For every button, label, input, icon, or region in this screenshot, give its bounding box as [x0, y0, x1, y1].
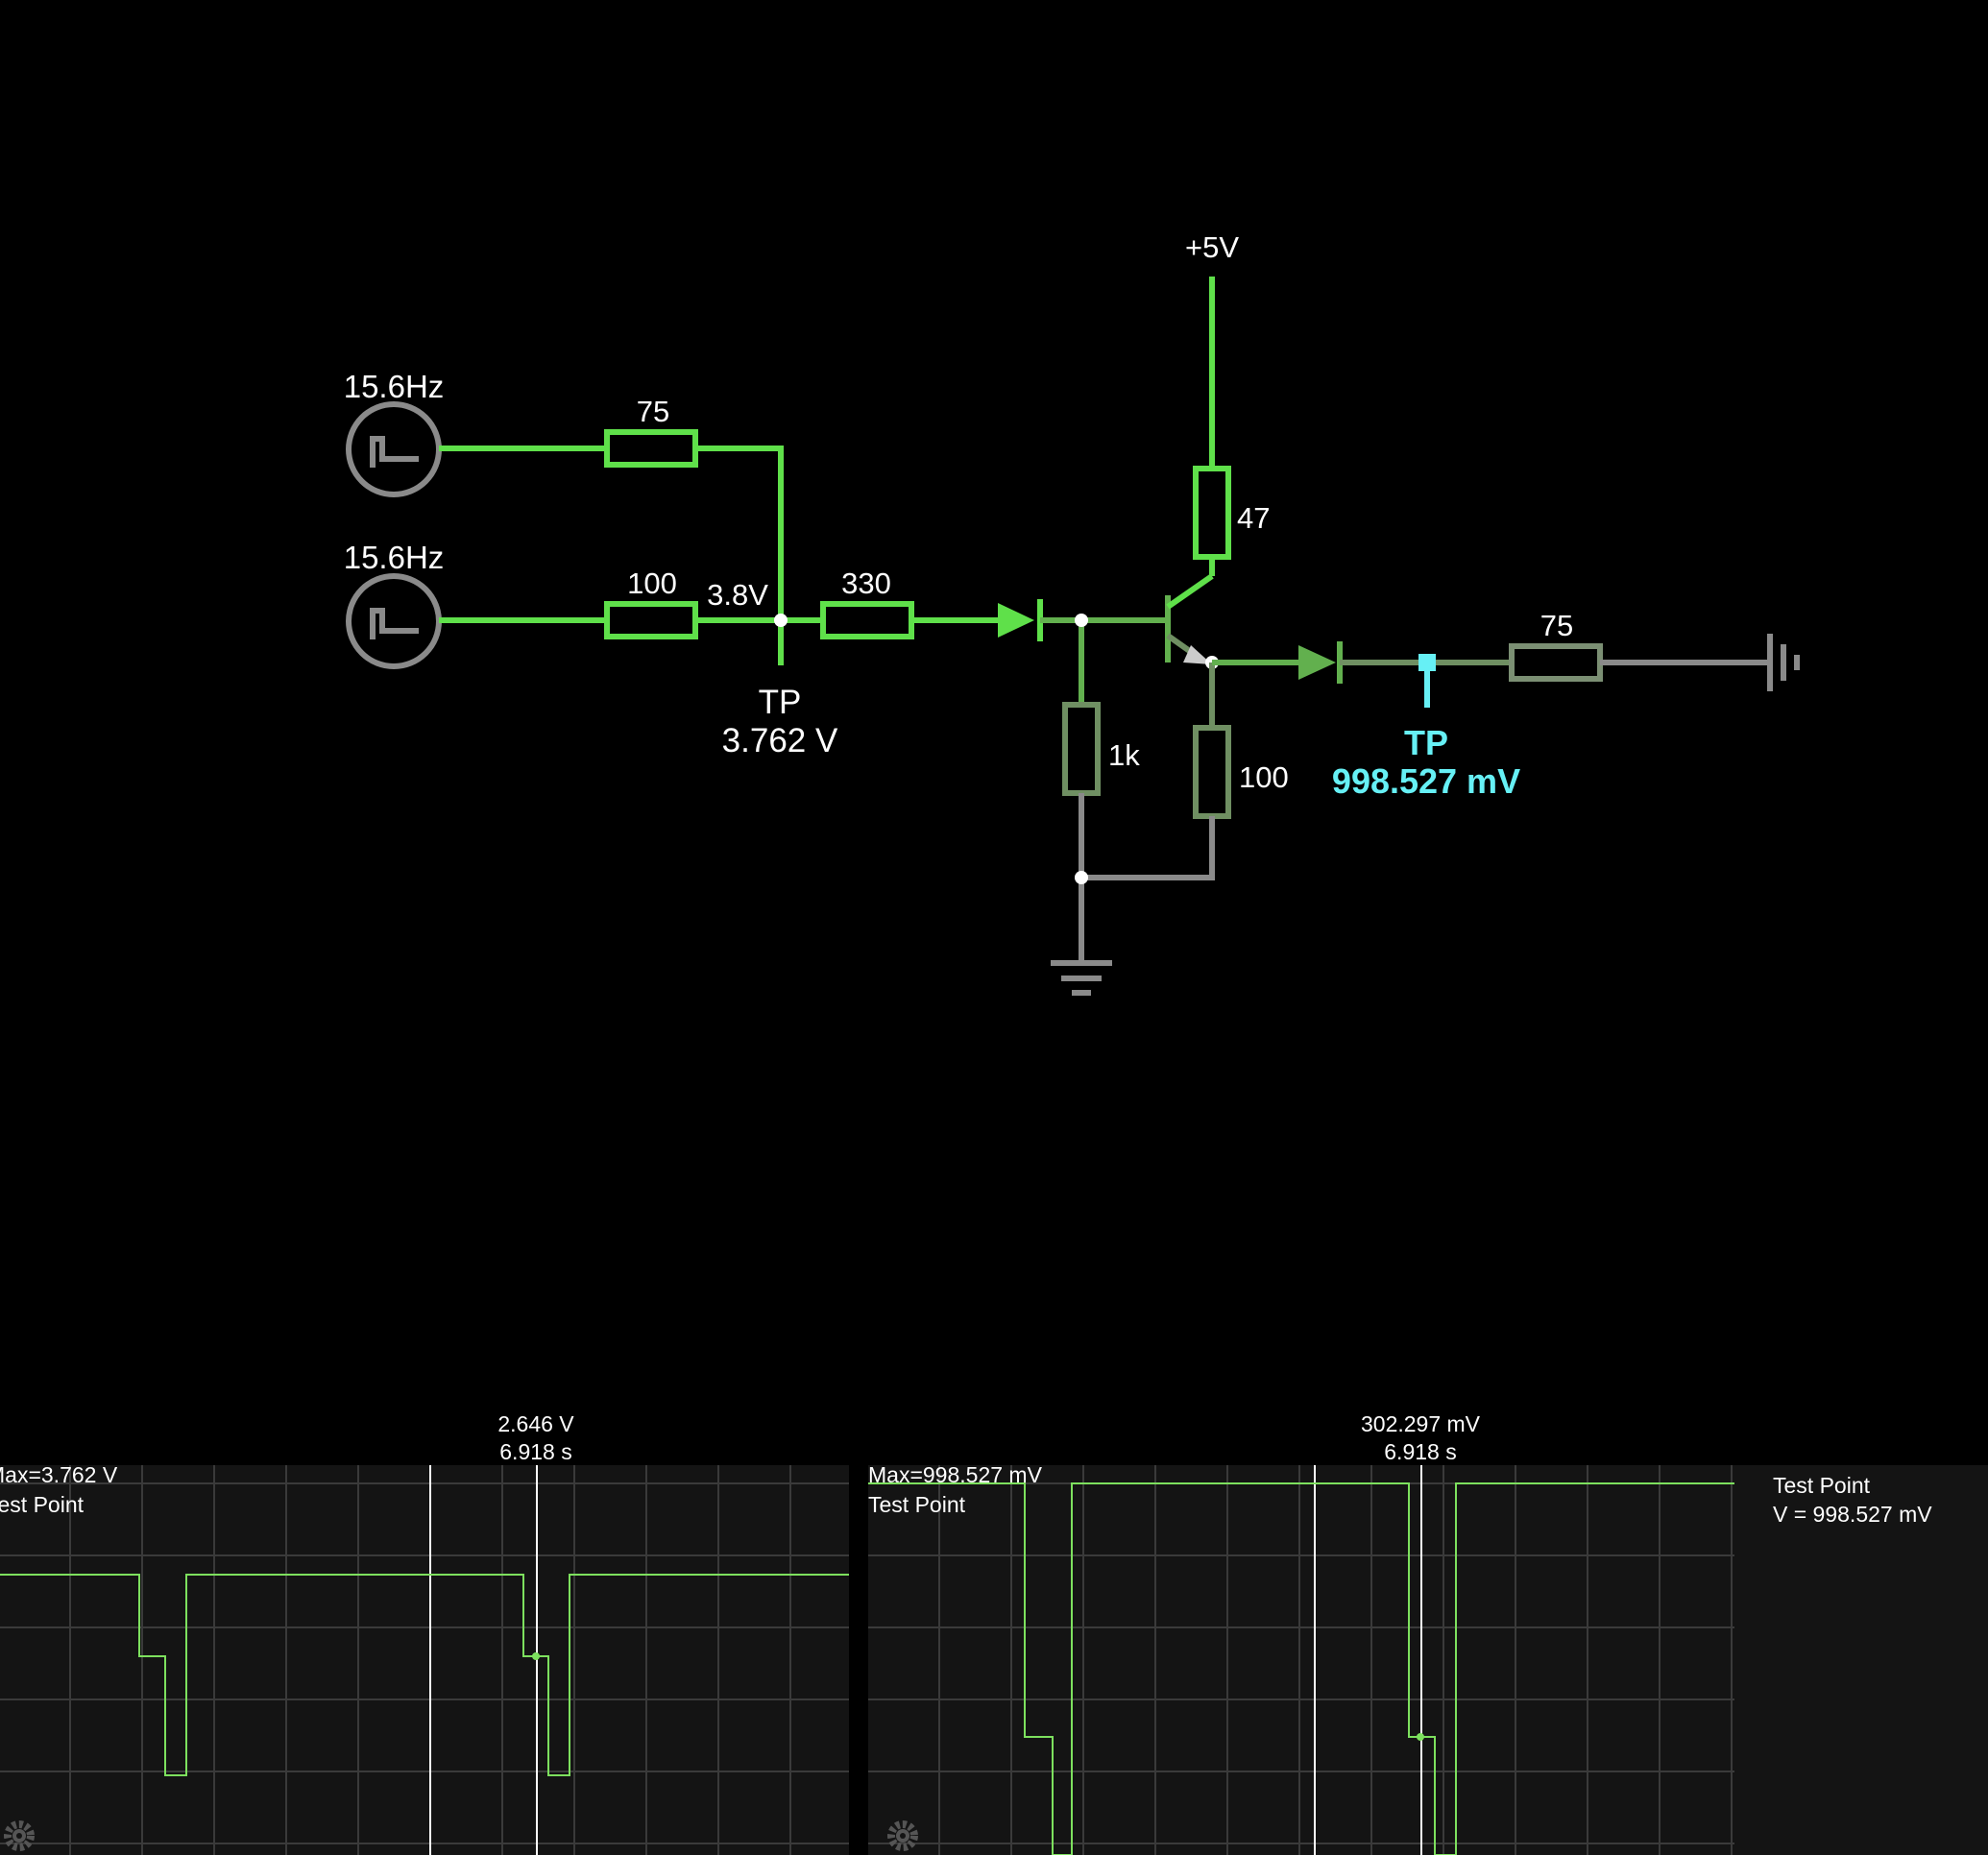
npn-transistor[interactable] [1165, 573, 1214, 664]
resistor-330-label: 330 [841, 566, 891, 600]
resistor-100-emitter[interactable] [1193, 725, 1231, 819]
scope-1-trace [0, 1574, 849, 1776]
test-point-1-value: 3.762 V [722, 722, 838, 759]
source-2-frequency-label: 15.6Hz [344, 540, 445, 575]
square-wave-icon [370, 436, 419, 468]
scope-1[interactable] [0, 1465, 849, 1855]
resistor-1k[interactable] [1062, 702, 1101, 796]
resistor-330[interactable] [820, 601, 914, 639]
gear-icon[interactable] [4, 1820, 35, 1851]
wire-base[interactable] [1040, 617, 1168, 705]
node-voltage-label: 3.8V [707, 578, 768, 612]
test-point-2-probe[interactable] [1418, 654, 1436, 708]
test-point-2-title: TP [1404, 723, 1448, 762]
diode-2[interactable] [1298, 641, 1343, 684]
test-point-2-value: 998.527 mV [1332, 761, 1520, 801]
scope-2-cursor-time: 6.918 s [1384, 1439, 1456, 1464]
resistor-100-emitter-label: 100 [1239, 760, 1289, 794]
source-1-frequency-label: 15.6Hz [344, 369, 445, 404]
scope-2-info-value: V = 998.527 mV [1773, 1502, 1932, 1527]
resistor-75-top-label: 75 [637, 395, 669, 428]
resistor-100-input-label: 100 [627, 566, 677, 600]
square-wave-icon [370, 608, 419, 639]
scope-2-info-name: Test Point [1773, 1473, 1871, 1498]
scope-1-cursor-value: 2.646 V [497, 1411, 574, 1436]
resistor-100-input[interactable] [604, 601, 698, 639]
junction-node[interactable] [774, 614, 788, 627]
resistor-75-output[interactable] [1509, 643, 1603, 682]
resistor-47[interactable] [1193, 466, 1231, 560]
scope-2-cursor-dot [1417, 1733, 1424, 1741]
scope-1-cursor-time: 6.918 s [499, 1439, 571, 1464]
base-junction-node[interactable] [1075, 614, 1088, 627]
wire-return[interactable] [1081, 816, 1215, 880]
resistor-75-top[interactable] [604, 429, 698, 468]
scope-1-name: Test Point [0, 1492, 85, 1517]
scope-2-cursor-value: 302.297 mV [1361, 1411, 1481, 1436]
emitter-arrow-icon [1183, 645, 1212, 664]
square-wave-source-1[interactable] [346, 401, 442, 497]
resistor-1k-label: 1k [1108, 738, 1140, 772]
ground-junction-node[interactable] [1075, 871, 1088, 884]
scope-1-max-label: Max=3.762 V [0, 1462, 118, 1487]
supply-voltage-label: +5V [1185, 230, 1239, 264]
resistor-47-label: 47 [1237, 501, 1270, 535]
ground-side-icon[interactable] [1767, 634, 1800, 691]
resistor-75-output-label: 75 [1540, 609, 1573, 642]
scope-2-max-label: Max=998.527 mV [868, 1462, 1043, 1487]
square-wave-source-2[interactable] [346, 573, 442, 669]
test-point-1-title: TP [759, 684, 802, 721]
ground-icon[interactable] [1051, 960, 1112, 996]
diode-1[interactable] [998, 599, 1043, 641]
scope-2-trace [868, 1482, 1734, 1855]
wire-top[interactable] [439, 446, 784, 665]
gear-icon[interactable] [887, 1820, 918, 1851]
scope-2[interactable] [868, 1465, 1988, 1855]
scope-2-name: Test Point [868, 1492, 966, 1517]
scope-1-cursor-dot [532, 1652, 540, 1660]
